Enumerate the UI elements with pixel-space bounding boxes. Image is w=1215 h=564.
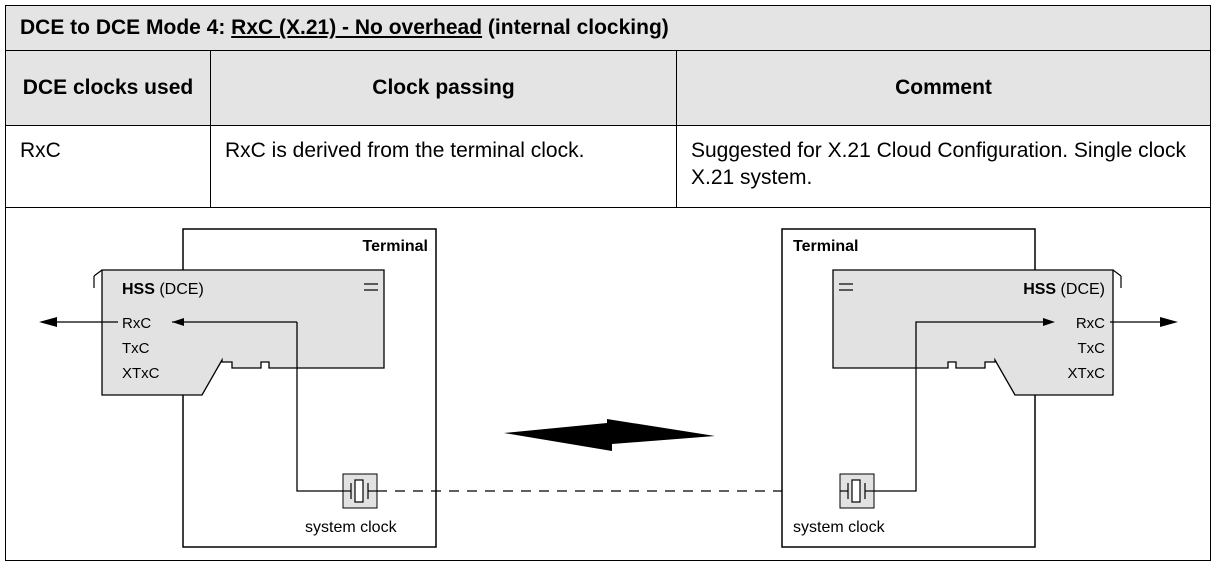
header-clock-passing-text: Clock passing <box>372 76 515 99</box>
left-rxc-arrowhead <box>172 318 184 326</box>
right-terminal: Terminal HSS (DCE) RxC TxC XTxC system c… <box>781 228 1178 548</box>
cell-dce-clocks: RxC <box>5 125 211 208</box>
header-dce-clocks-text: DCE clocks used <box>22 76 194 99</box>
right-clock-wire <box>874 321 1045 492</box>
diagram-area <box>5 207 1211 561</box>
left-external-arrowhead <box>39 317 57 327</box>
left-crystal-body <box>354 479 364 503</box>
right-crystal-icon <box>839 473 875 509</box>
left-signal-rxc: RxC <box>122 315 151 332</box>
header-clock-passing: Clock passing <box>210 50 677 126</box>
left-terminal: Terminal HSS (DCE) RxC TxC XTxC sys <box>39 228 437 548</box>
left-system-clock-label: system clock <box>305 519 398 536</box>
header-comment-text: Comment <box>895 76 992 99</box>
lightning-bolt <box>504 419 715 451</box>
left-signal-xtxc: XTxC <box>122 365 160 382</box>
right-signal-txc: TxC <box>1078 340 1106 357</box>
left-signal-txc: TxC <box>122 340 150 357</box>
left-card-edge <box>93 269 103 288</box>
right-crystal-body <box>851 479 861 503</box>
right-hss-normal: (DCE) <box>1056 281 1105 298</box>
table-title: DCE to DCE Mode 4: RxC (X.21) - No overh… <box>5 5 1211 51</box>
right-system-clock-label: system clock <box>793 519 886 536</box>
left-hss-card <box>101 269 385 396</box>
right-hss-card <box>832 269 1114 396</box>
right-card-edge <box>1112 269 1122 288</box>
left-terminal-label: Terminal <box>363 238 429 255</box>
left-hss-label: HSS (DCE) <box>122 281 204 298</box>
header-comment: Comment <box>676 50 1211 126</box>
right-external-arrowhead <box>1160 317 1178 327</box>
title-prefix: DCE to DCE Mode 4: <box>20 16 232 39</box>
cell-clock-passing: RxC is derived from the terminal clock. <box>210 125 677 208</box>
right-terminal-label: Terminal <box>793 238 859 255</box>
right-signal-rxc: RxC <box>1076 315 1105 332</box>
right-hss-label: HSS (DCE) <box>1023 281 1105 298</box>
right-signal-xtxc: XTxC <box>1068 365 1106 382</box>
left-hss-normal: (DCE) <box>155 281 204 298</box>
right-hss-bold: HSS <box>1023 281 1056 298</box>
left-hss-bold: HSS <box>122 281 155 298</box>
cell-comment: Suggested for X.21 Cloud Configuration. … <box>676 125 1211 208</box>
left-crystal-icon <box>342 473 378 509</box>
right-rxc-arrowhead <box>1043 318 1055 326</box>
left-clock-wire <box>296 322 343 492</box>
title-suffix: (internal clocking) <box>482 16 669 39</box>
title-underlined: RxC (X.21) - No overhead <box>231 16 483 39</box>
